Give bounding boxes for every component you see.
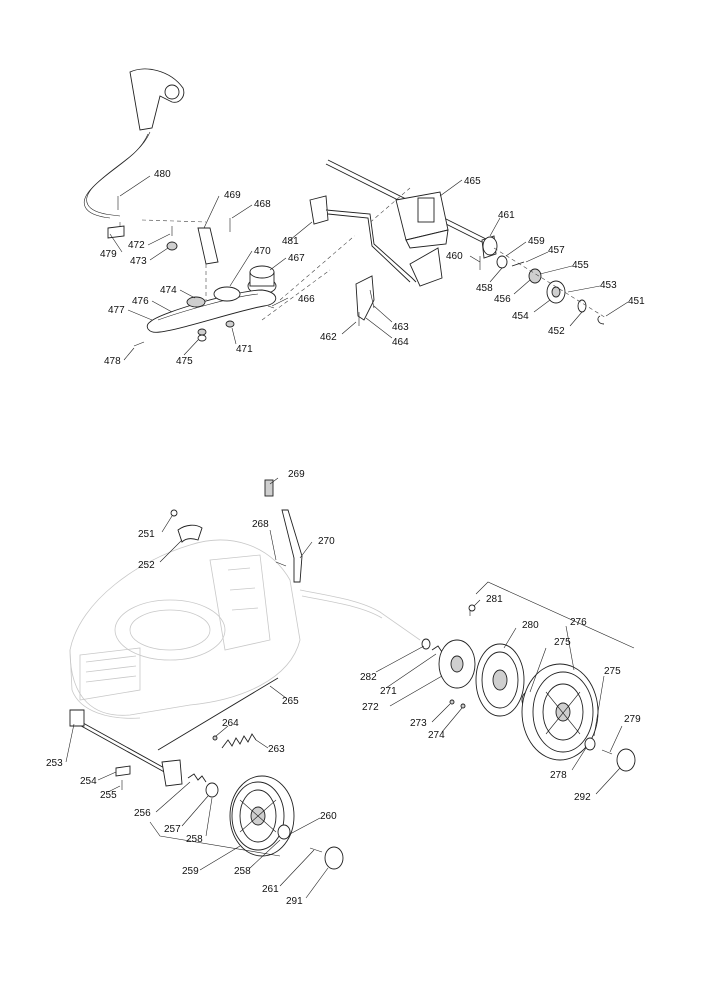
label-451: 451 [628, 296, 645, 307]
label-470: 470 [254, 246, 271, 257]
label-280: 280 [522, 620, 539, 631]
label-279: 279 [624, 714, 641, 725]
label-473: 473 [130, 256, 147, 267]
label-264: 264 [222, 718, 239, 729]
label-479: 479 [100, 249, 117, 260]
label-258a: 258 [186, 834, 203, 845]
label-463: 463 [392, 322, 409, 333]
label-460: 460 [446, 251, 463, 262]
label-291: 291 [286, 896, 303, 907]
label-453: 453 [600, 280, 617, 291]
label-455: 455 [572, 260, 589, 271]
label-478: 478 [104, 356, 121, 367]
label-278: 278 [550, 770, 567, 781]
label-282: 282 [360, 672, 377, 683]
label-468: 468 [254, 199, 271, 210]
label-475: 475 [176, 356, 193, 367]
label-252: 252 [138, 560, 155, 571]
label-461: 461 [498, 210, 515, 221]
label-471: 471 [236, 344, 253, 355]
label-452: 452 [548, 326, 565, 337]
label-272: 272 [362, 702, 379, 713]
label-281: 281 [486, 594, 503, 605]
label-465: 465 [464, 176, 481, 187]
label-258b: 258 [234, 866, 251, 877]
label-472: 472 [128, 240, 145, 251]
label-474: 474 [160, 285, 177, 296]
label-477: 477 [108, 305, 125, 316]
label-456: 456 [494, 294, 511, 305]
label-265: 265 [282, 696, 299, 707]
label-292: 292 [574, 792, 591, 803]
label-275a: 275 [554, 637, 571, 648]
label-454: 454 [512, 311, 529, 322]
label-480: 480 [154, 169, 171, 180]
label-457: 457 [548, 245, 565, 256]
label-255: 255 [100, 790, 117, 801]
label-257: 257 [164, 824, 181, 835]
label-253: 253 [46, 758, 63, 769]
label-464: 464 [392, 337, 409, 348]
lower-leader-lines [65, 477, 623, 899]
upper-leader-lines [109, 175, 629, 361]
label-256: 256 [134, 808, 151, 819]
label-271: 271 [380, 686, 397, 697]
label-481: 481 [282, 236, 299, 247]
label-269: 269 [288, 469, 305, 480]
label-462: 462 [320, 332, 337, 343]
lower-parts [69, 479, 636, 870]
label-261: 261 [262, 884, 279, 895]
drive-assembly [83, 68, 607, 347]
label-251: 251 [138, 529, 155, 540]
label-273: 273 [410, 718, 427, 729]
label-476: 476 [132, 296, 149, 307]
label-274: 274 [428, 730, 445, 741]
label-254: 254 [80, 776, 97, 787]
label-270: 270 [318, 536, 335, 547]
label-260: 260 [320, 811, 337, 822]
label-276: 276 [570, 617, 587, 628]
label-458: 458 [476, 283, 493, 294]
label-263: 263 [268, 744, 285, 755]
label-268: 268 [252, 519, 269, 530]
label-466: 466 [298, 294, 315, 305]
deck-outline [69, 539, 421, 719]
label-459: 459 [528, 236, 545, 247]
label-259: 259 [182, 866, 199, 877]
label-469: 469 [224, 190, 241, 201]
label-467: 467 [288, 253, 305, 264]
part-labels: 480 469 468 479 472 473 470 467 474 476 … [46, 169, 645, 907]
label-275b: 275 [604, 666, 621, 677]
